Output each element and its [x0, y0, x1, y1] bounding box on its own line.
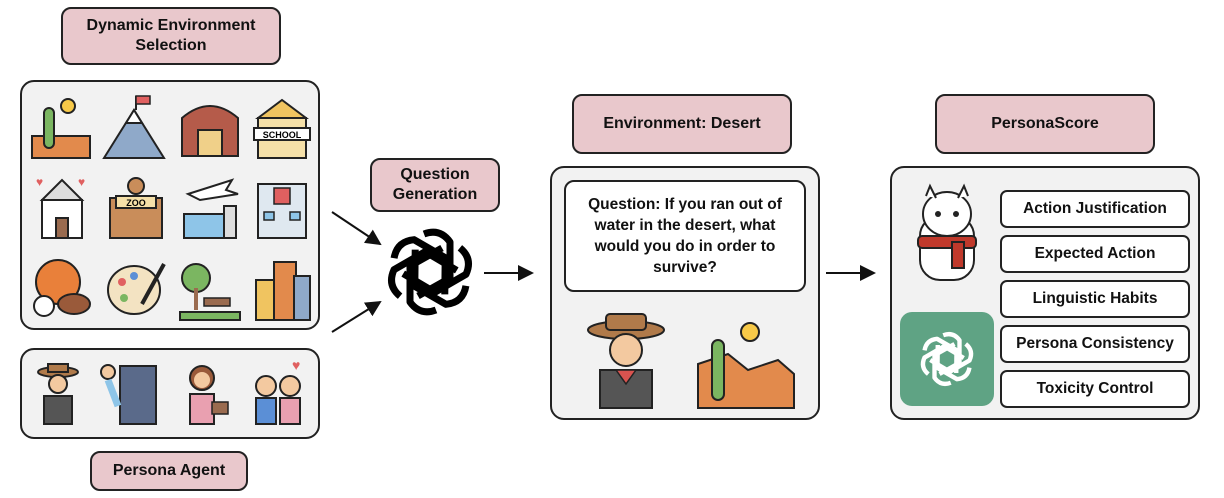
arrow-persona-to-generator: [331, 300, 382, 333]
persona-agent-label: Persona Agent: [90, 451, 248, 491]
svg-text:ZOO: ZOO: [126, 198, 146, 208]
reader-persona-icon: [189, 365, 229, 425]
sports-balls-icon: [33, 259, 91, 317]
desert-panel: Question: If you ran out of water in the…: [550, 166, 820, 420]
cowboy-large-icon: [587, 313, 665, 409]
svg-text:♥: ♥: [292, 357, 300, 373]
metric-persona-consistency: Persona Consistency: [1000, 325, 1190, 363]
desert-large-icon: [697, 322, 795, 409]
city-buildings-icon: [255, 261, 311, 321]
chatgpt-logo-tile: [900, 312, 994, 406]
svg-text:♥: ♥: [78, 175, 85, 189]
persona-agents-panel: ♥: [20, 348, 320, 439]
metric-label: Action Justification: [1023, 200, 1167, 217]
metric-label: Linguistic Habits: [1032, 290, 1158, 307]
desert-scene-icons: [587, 313, 795, 409]
metric-label: Expected Action: [1034, 245, 1156, 262]
question-generation-label: Question Generation: [370, 158, 500, 212]
art-palette-icon: [107, 263, 166, 315]
personascore-title-text: PersonaScore: [991, 115, 1099, 132]
barn-icon: [181, 105, 239, 157]
environment-desert-title-text: Environment: Desert: [603, 115, 761, 132]
environment-selection-title-text: Dynamic Environment Selection: [86, 17, 256, 54]
climber-persona-icon: [100, 364, 157, 425]
cowboy-persona-icon: [37, 363, 79, 425]
llama-icon: [917, 183, 977, 281]
environment-desert-title: Environment: Desert: [572, 94, 792, 154]
svg-text:♥: ♥: [36, 175, 43, 189]
airport-icon: [183, 178, 239, 239]
metric-action-justification: Action Justification: [1000, 190, 1190, 228]
school-icon: SCHOOL: [253, 98, 311, 159]
personascore-title: PersonaScore: [935, 94, 1155, 154]
desert-icon: [31, 98, 91, 159]
openai-logo-icon: [388, 228, 472, 316]
park-icon: [179, 263, 241, 321]
metric-linguistic-habits: Linguistic Habits: [1000, 280, 1190, 318]
metric-label: Toxicity Control: [1036, 380, 1154, 397]
metric-label: Persona Consistency: [1016, 335, 1174, 352]
question-box: Question: If you ran out of water in the…: [564, 180, 806, 292]
metric-toxicity-control: Toxicity Control: [1000, 370, 1190, 408]
persona-agent-label-text: Persona Agent: [112, 462, 226, 479]
mountain-flag-icon: [102, 95, 166, 159]
openai-logo-white-icon: [920, 331, 974, 387]
church-icon: ♥ ♥: [36, 175, 85, 239]
couple-persona-icon: ♥: [255, 357, 301, 425]
metric-expected-action: Expected Action: [1000, 235, 1190, 273]
zoo-icon: ZOO: [109, 177, 163, 239]
arrow-env-to-generator: [331, 211, 382, 246]
svg-text:SCHOOL: SCHOOL: [263, 130, 302, 140]
personascore-panel: Action Justification Expected Action Lin…: [890, 166, 1200, 420]
persona-icons-row: ♥: [37, 357, 301, 425]
environment-icons-panel: SCHOOL ♥ ♥ ZOO: [20, 80, 320, 330]
question-text: Question: If you ran out of water in the…: [588, 196, 782, 276]
environment-icons-grid: SCHOOL ♥ ♥ ZOO: [31, 95, 311, 321]
hospital-icon: [257, 183, 307, 239]
question-generation-label-text: Question Generation: [392, 166, 478, 203]
environment-selection-title: Dynamic Environment Selection: [61, 7, 281, 65]
